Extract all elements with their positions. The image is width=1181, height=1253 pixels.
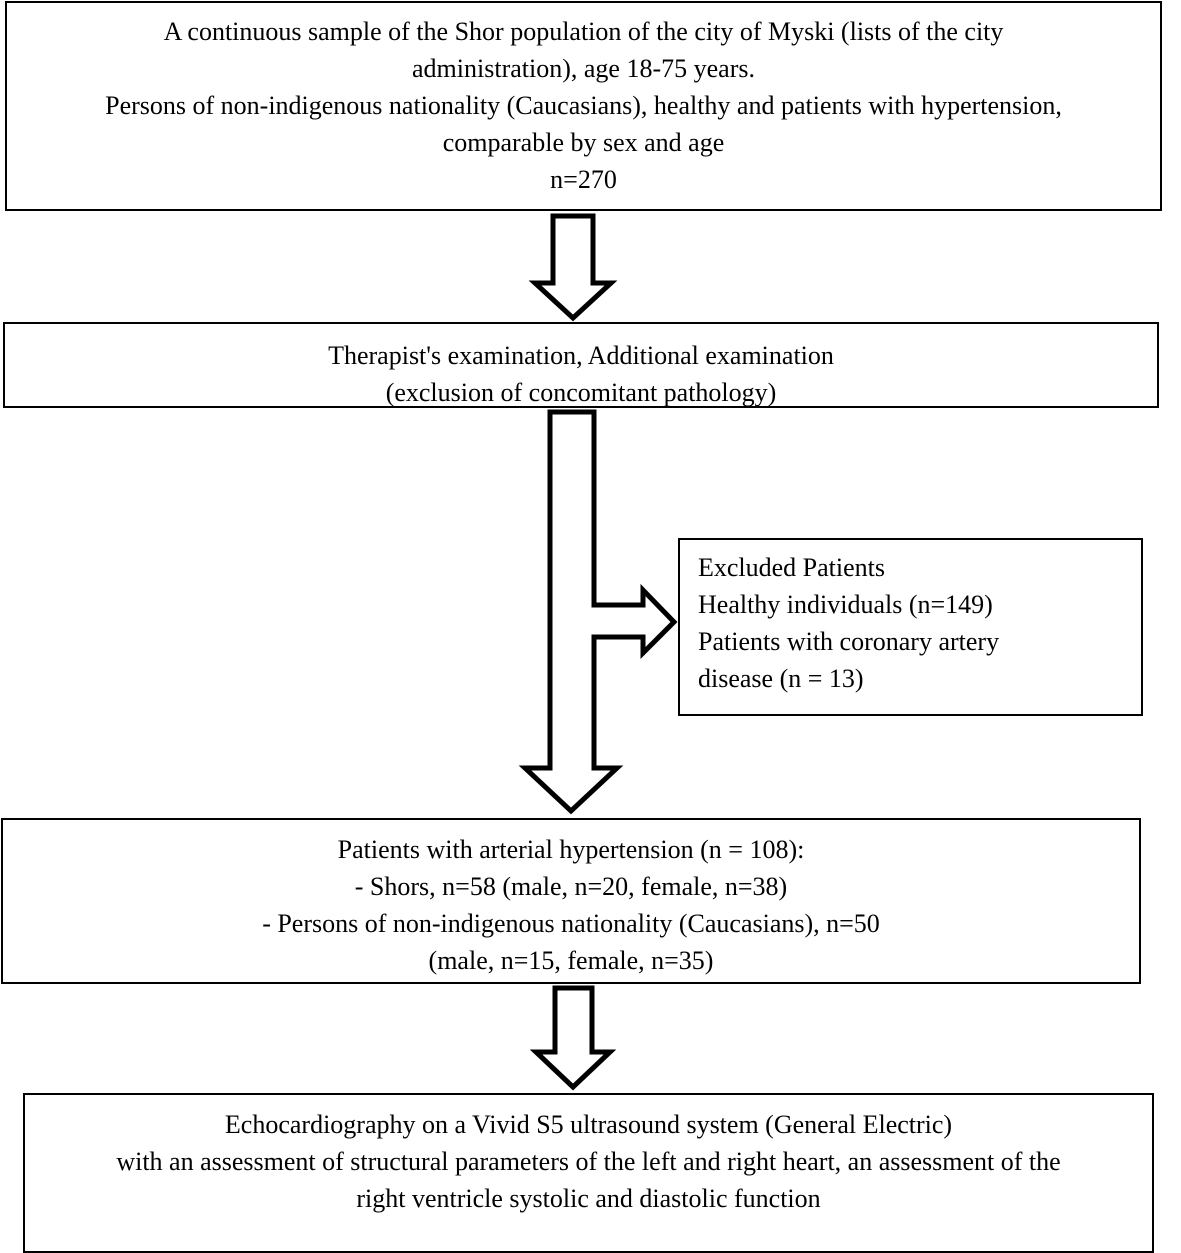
hypertension-caucasians-sex: (male, n=15, female, n=35) — [428, 946, 714, 975]
arrow-down-1 — [528, 213, 618, 322]
excluded-cad-line-1: Patients with coronary artery — [698, 627, 1000, 656]
sample-line-3: Persons of non-indigenous nationality (C… — [105, 91, 1062, 120]
hypertension-box: Patients with arterial hypertension (n =… — [1, 818, 1141, 984]
arrow-down-3 — [529, 985, 617, 1091]
echo-line-2: with an assessment of structural paramet… — [116, 1147, 1061, 1176]
examination-line-1: Therapist's examination, Additional exam… — [328, 341, 834, 370]
sample-box: A continuous sample of the Shor populati… — [5, 1, 1162, 211]
arrow-down-2 — [518, 409, 678, 815]
excluded-patients-box: Excluded Patients Healthy individuals (n… — [678, 538, 1143, 716]
sample-line-2: administration), age 18-75 years. — [412, 54, 755, 83]
excluded-cad-line-2: disease (n = 13) — [698, 664, 864, 693]
sample-line-4: comparable by sex and age — [442, 128, 725, 157]
excluded-title: Excluded Patients — [698, 553, 886, 582]
hypertension-title: Patients with arterial hypertension (n =… — [337, 835, 805, 864]
echo-line-3: right ventricle systolic and diastolic f… — [356, 1184, 821, 1213]
excluded-healthy: Healthy individuals (n=149) — [698, 590, 993, 619]
echocardiography-box: Echocardiography on a Vivid S5 ultrasoun… — [23, 1093, 1154, 1253]
hypertension-shors: - Shors, n=58 (male, n=20, female, n=38) — [354, 872, 788, 901]
examination-line-2: (exclusion of concomitant pathology) — [385, 378, 777, 407]
hypertension-caucasians: - Persons of non-indigenous nationality … — [262, 909, 880, 938]
echo-line-1: Echocardiography on a Vivid S5 ultrasoun… — [224, 1110, 953, 1139]
sample-count: n=270 — [550, 165, 617, 194]
sample-line-1: A continuous sample of the Shor populati… — [163, 17, 1004, 46]
examination-box: Therapist's examination, Additional exam… — [3, 322, 1159, 408]
